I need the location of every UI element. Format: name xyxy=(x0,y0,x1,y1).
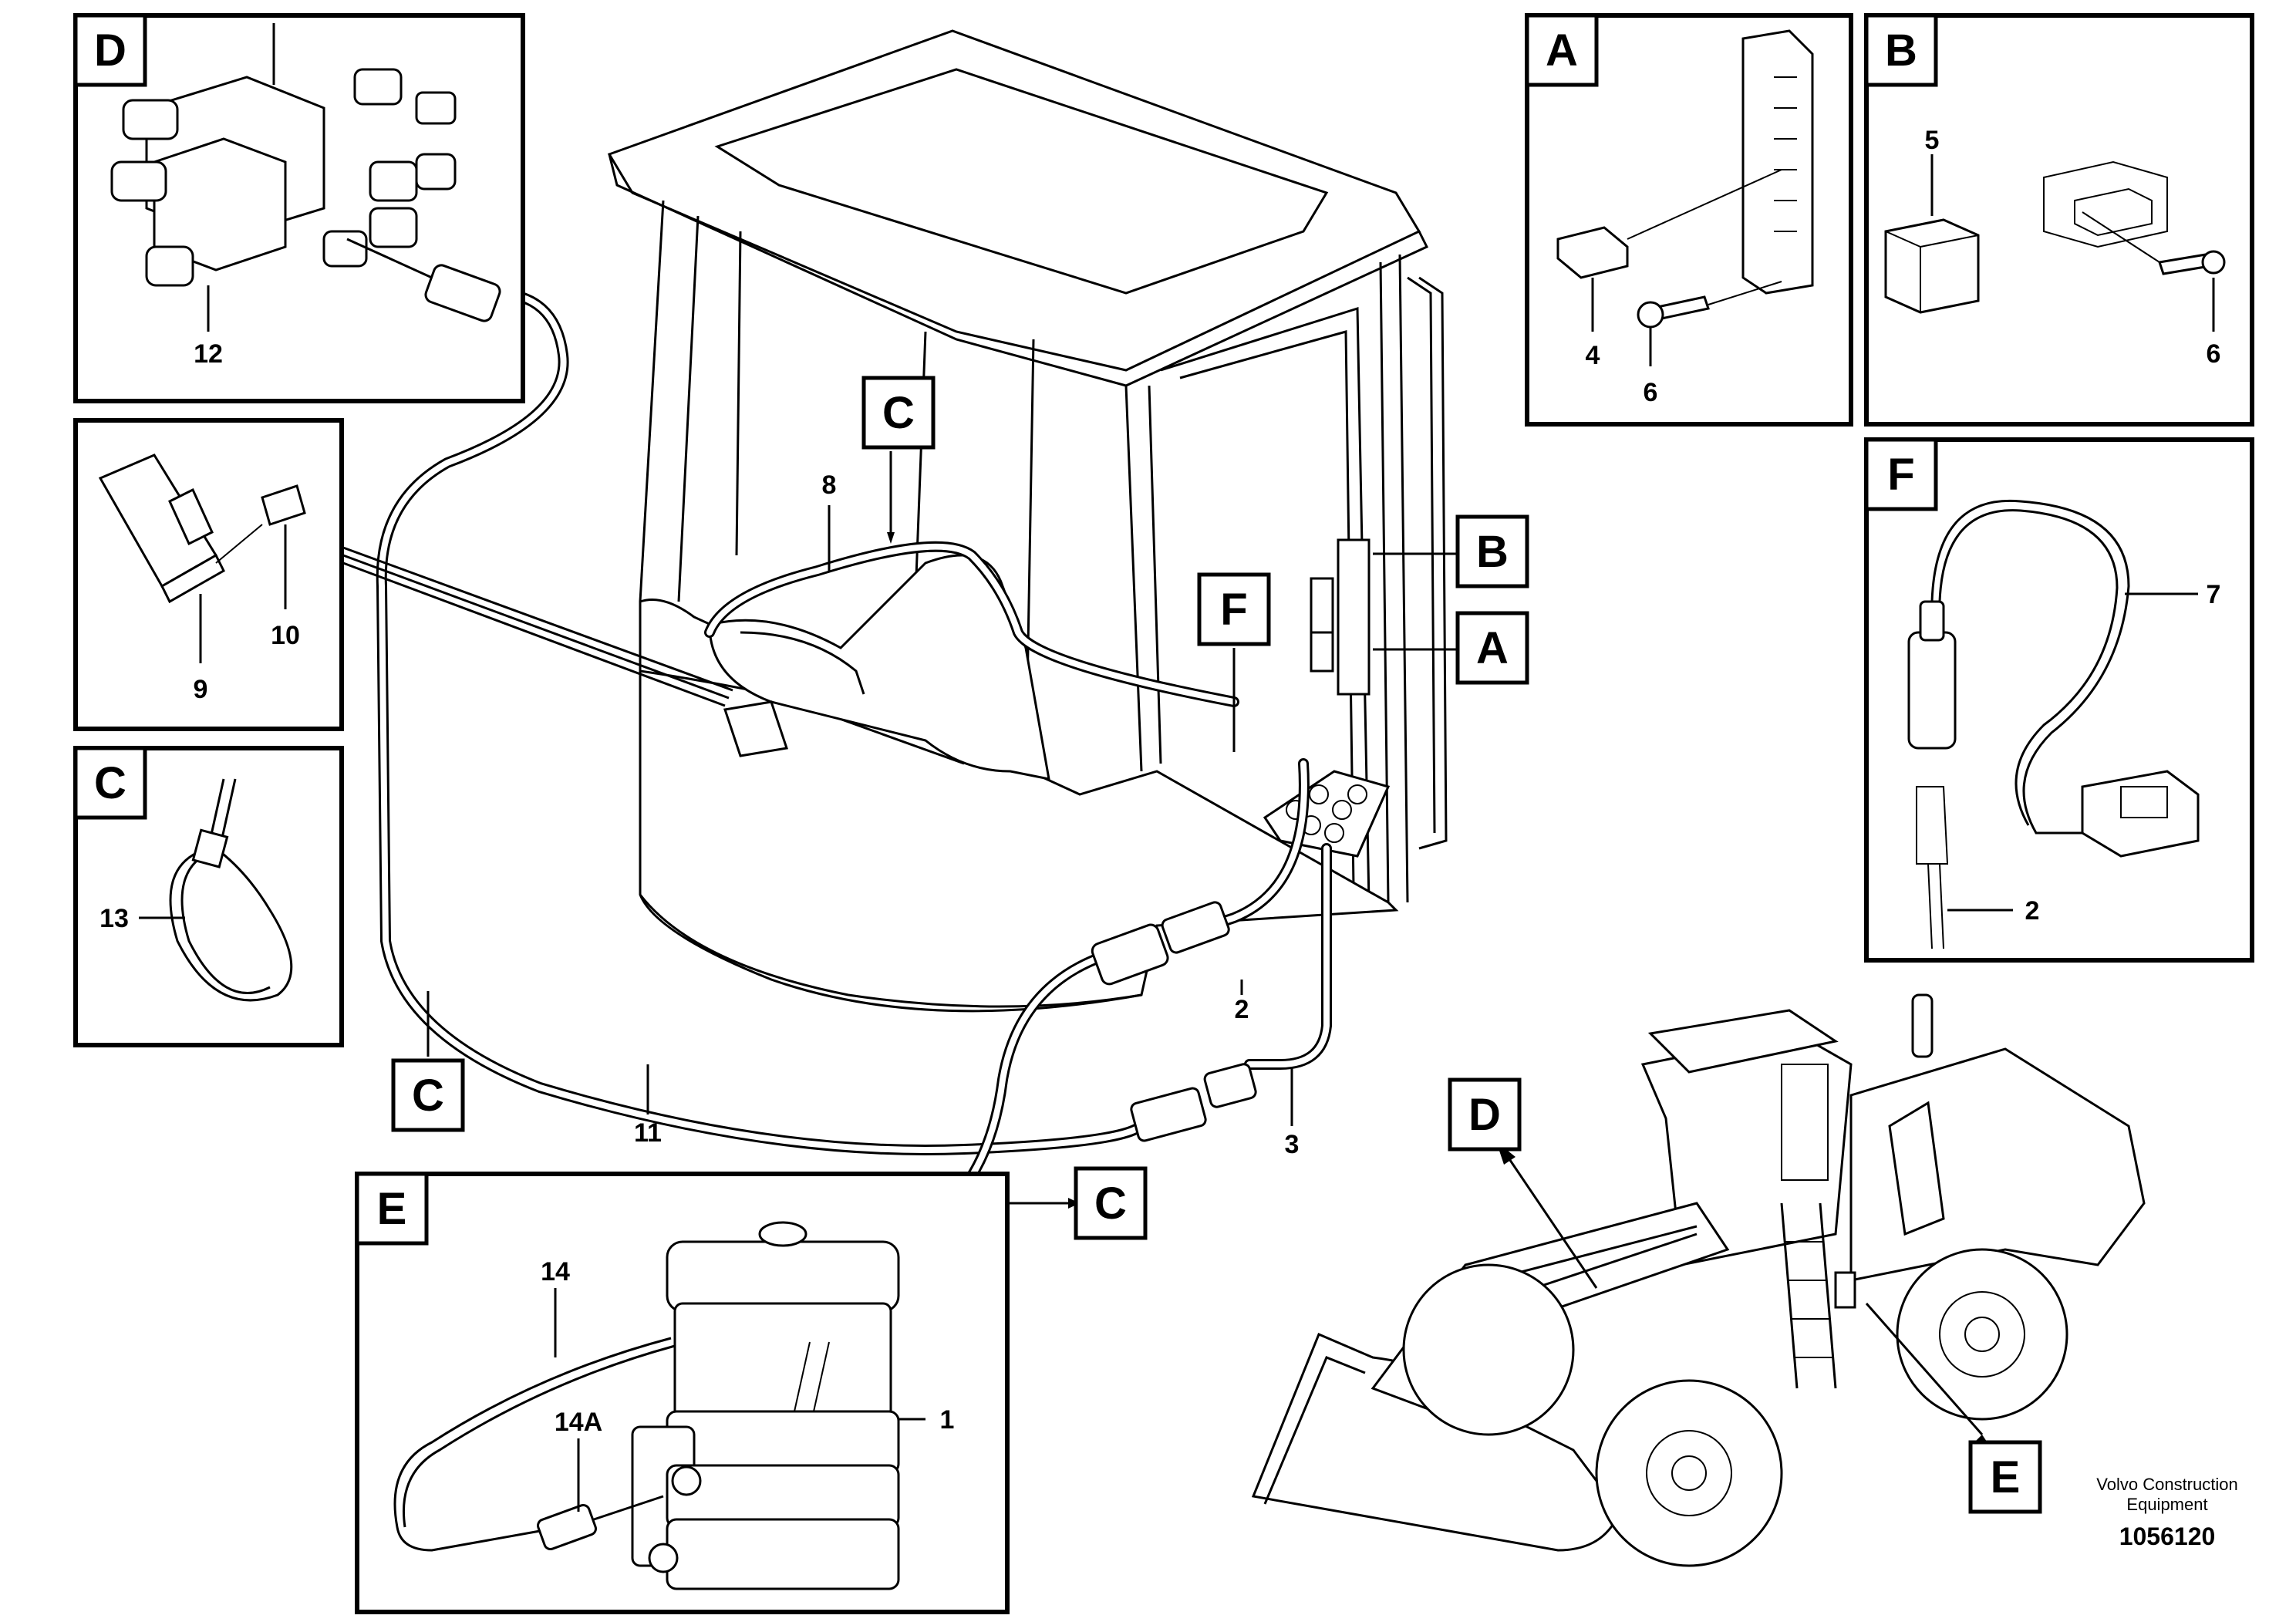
inset-F-level-sensor: F 7 2 xyxy=(1864,437,2254,963)
callout-E-loader: E xyxy=(1968,1440,2042,1514)
svg-text:2: 2 xyxy=(2025,896,2040,926)
svg-text:12: 12 xyxy=(194,339,223,369)
company-line-1: Volvo Construction xyxy=(2096,1475,2237,1494)
svg-text:B: B xyxy=(1885,25,1917,76)
svg-text:13: 13 xyxy=(99,904,129,933)
callout-D-loader: D xyxy=(1448,1077,1522,1152)
callout-C-main-bottom: C xyxy=(1074,1166,1148,1240)
operator-cab xyxy=(607,29,1448,1013)
label-8: 8 xyxy=(822,470,837,500)
inset-B-relay: B 5 6 xyxy=(1864,13,2254,427)
callout-A-main: A xyxy=(1455,611,1529,685)
wheel-loader-overview xyxy=(1251,993,2146,1567)
svg-text:E: E xyxy=(377,1184,407,1234)
drawing-footer: Volvo Construction Equipment 1056120 xyxy=(2096,1475,2237,1550)
svg-text:D: D xyxy=(1468,1090,1501,1140)
callout-C-main-top: C xyxy=(861,376,936,450)
inset-A-fuse-holder: A 4 6 xyxy=(1525,13,1853,427)
svg-text:1: 1 xyxy=(940,1405,955,1435)
svg-text:6: 6 xyxy=(2207,339,2221,369)
svg-text:D: D xyxy=(94,25,126,76)
label-11: 11 xyxy=(634,1118,662,1148)
inset-D-valve-block: D 12 xyxy=(73,13,525,403)
svg-text:A: A xyxy=(1476,623,1509,673)
svg-text:7: 7 xyxy=(2207,580,2221,609)
svg-text:C: C xyxy=(1094,1179,1127,1229)
svg-text:F: F xyxy=(1887,450,1914,500)
svg-text:B: B xyxy=(1476,527,1509,577)
svg-text:6: 6 xyxy=(1644,378,1658,407)
label-2-main: 2 xyxy=(1235,995,1249,1024)
inset-switch: 9 10 xyxy=(73,418,344,731)
company-line-2: Equipment xyxy=(2126,1495,2207,1514)
svg-text:C: C xyxy=(94,758,126,808)
svg-text:C: C xyxy=(882,388,915,438)
svg-text:F: F xyxy=(1220,585,1247,635)
svg-text:9: 9 xyxy=(194,675,208,704)
svg-text:14A: 14A xyxy=(555,1408,602,1437)
inset-E-lube-pump: E 14 14A 1 xyxy=(355,1172,1010,1614)
svg-text:10: 10 xyxy=(271,621,300,650)
cable-harness xyxy=(342,288,1332,1247)
callout-C-main-left: C xyxy=(391,1058,465,1132)
drawing-number: 1056120 xyxy=(2119,1523,2216,1550)
callout-B-main: B xyxy=(1455,514,1529,588)
label-3: 3 xyxy=(1285,1130,1300,1159)
svg-text:C: C xyxy=(412,1071,444,1121)
svg-text:5: 5 xyxy=(1925,126,1940,155)
svg-text:E: E xyxy=(1991,1452,2021,1502)
svg-text:4: 4 xyxy=(1586,341,1600,370)
svg-text:A: A xyxy=(1546,25,1578,76)
callout-F-main: F xyxy=(1197,572,1271,646)
inset-C-cable-tie: C 13 xyxy=(73,746,344,1047)
svg-text:14: 14 xyxy=(541,1257,570,1286)
